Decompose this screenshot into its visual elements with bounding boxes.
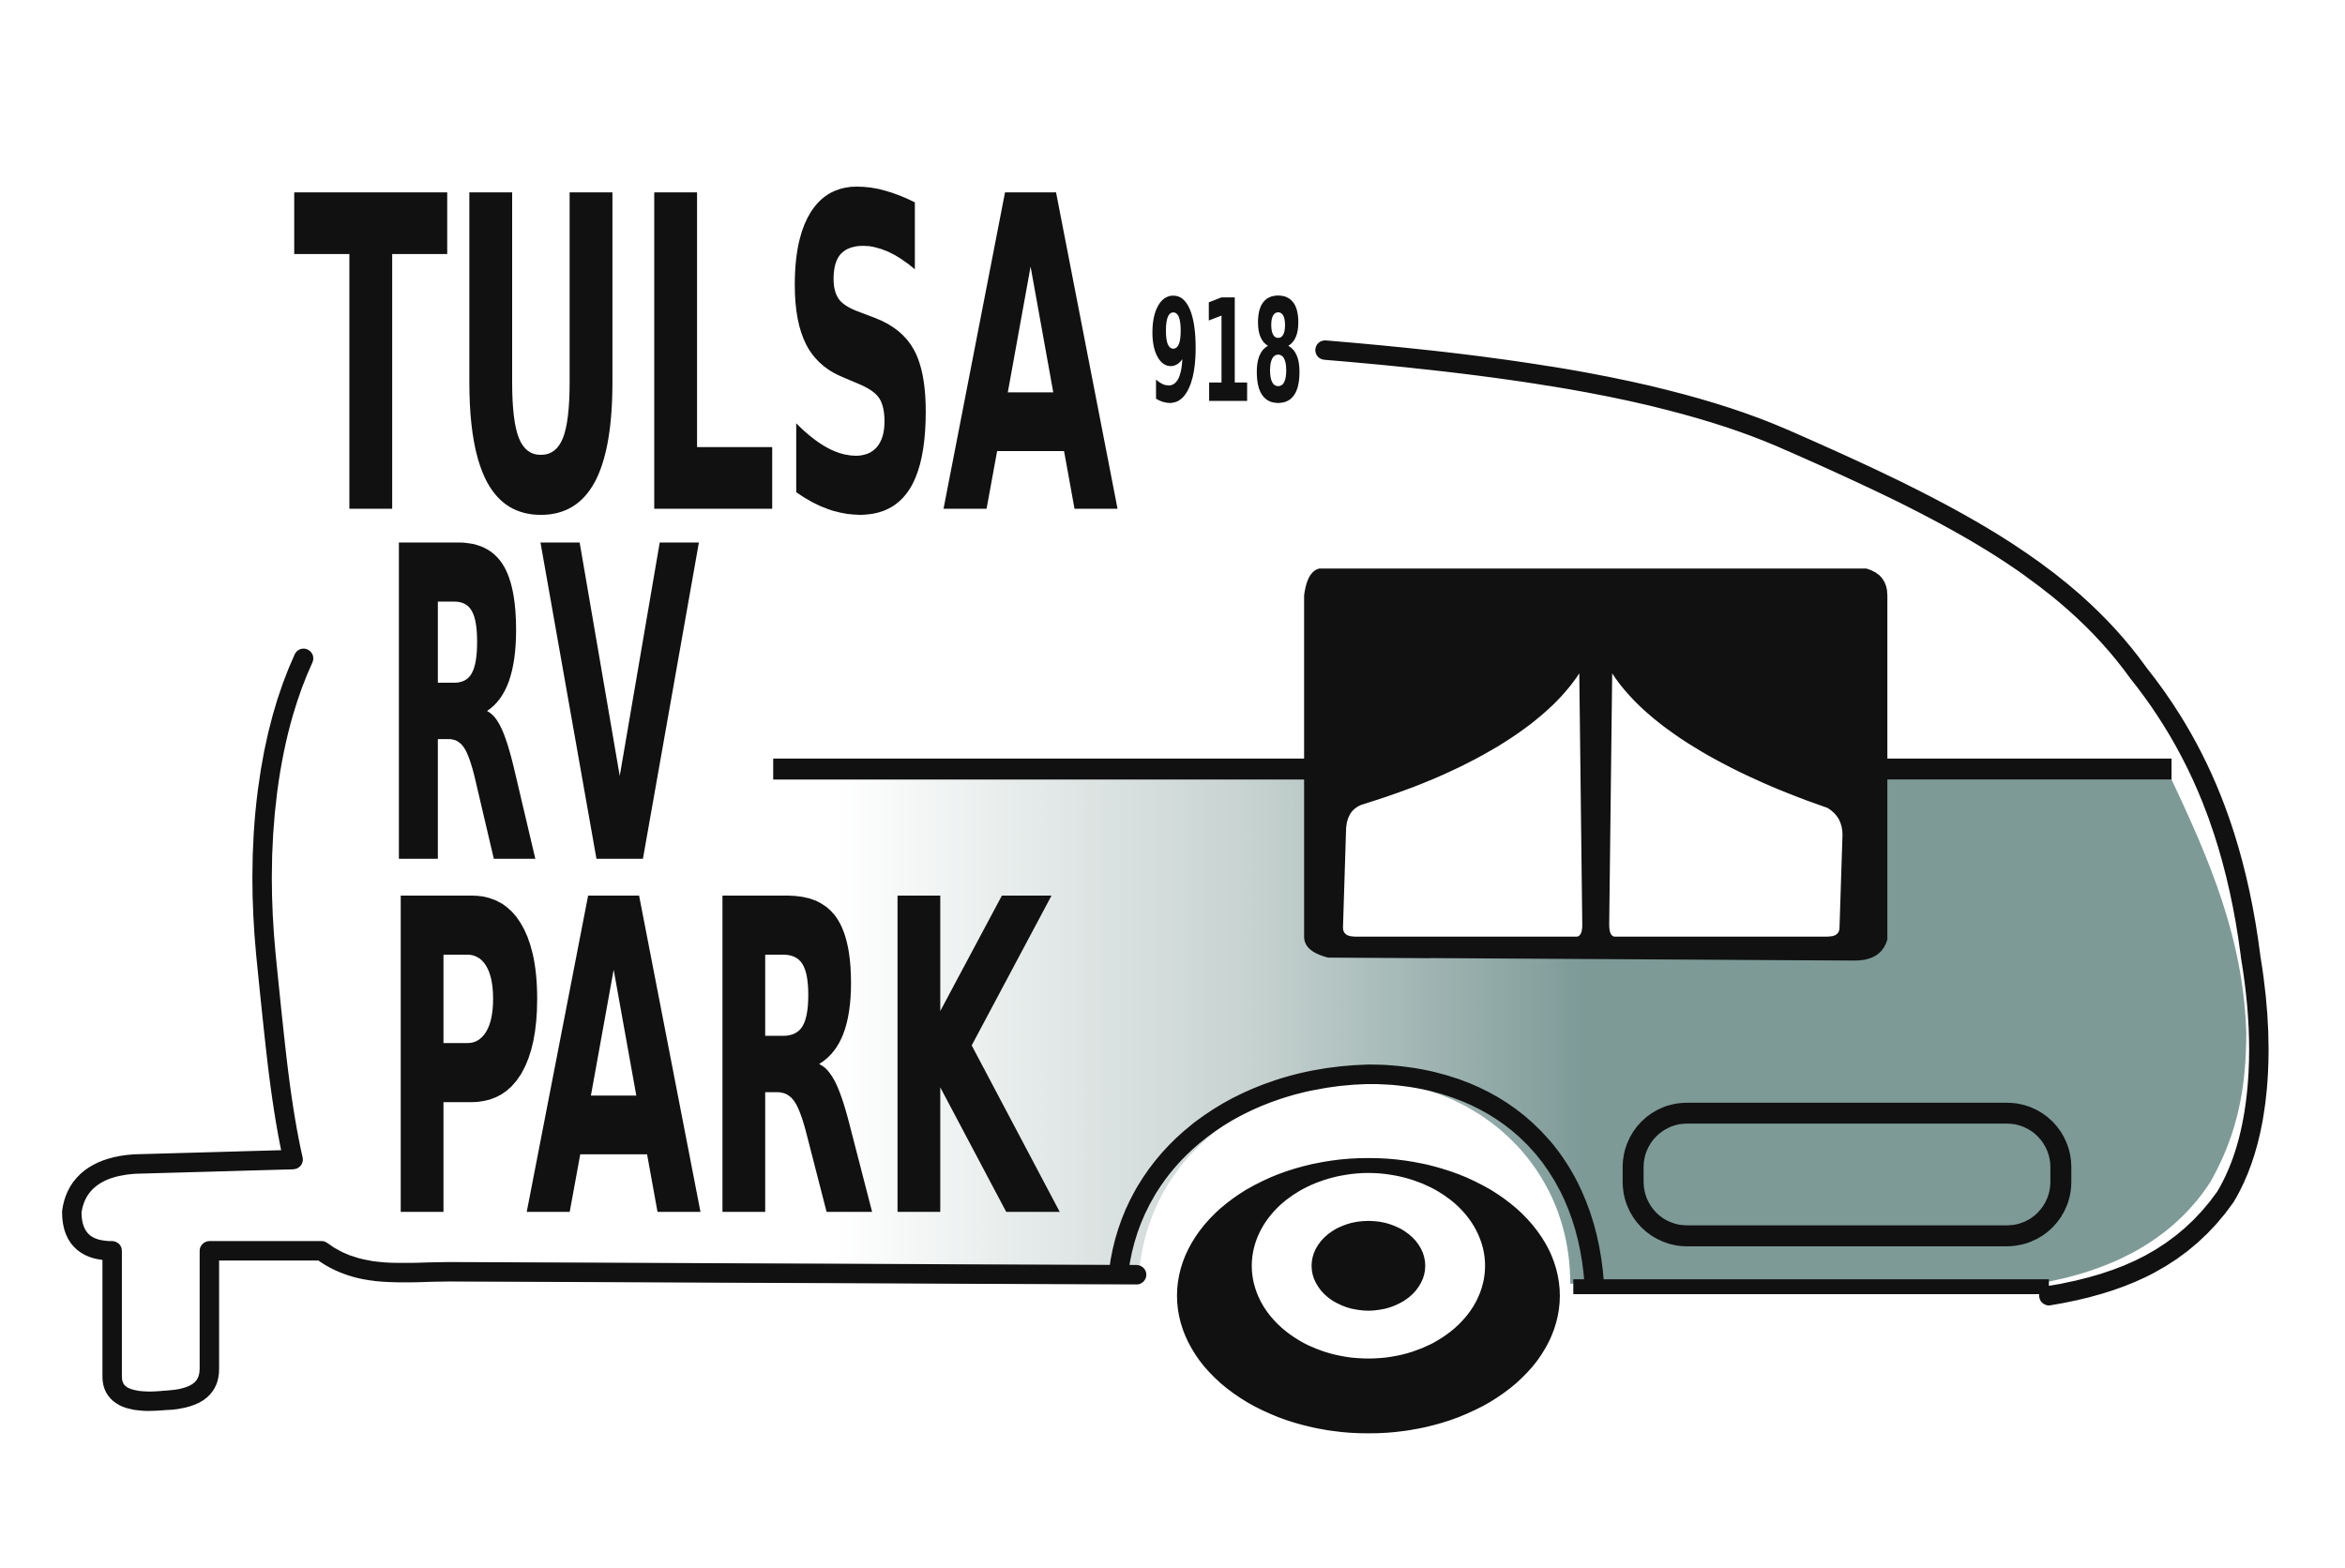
trailer-front-outline xyxy=(62,648,1147,1411)
trailer-roof-outline xyxy=(1315,339,2269,1306)
wordmark: TULSA 918 RV PARK xyxy=(293,107,1304,1315)
logo-line-rv: RV xyxy=(380,458,702,962)
storage-hatch xyxy=(1622,1102,2072,1246)
window-curtain-right xyxy=(1609,672,1843,937)
logo-area-code: 918 xyxy=(1148,269,1304,435)
teardrop-trailer-icon xyxy=(62,339,2269,1434)
logo-line-park: PARK xyxy=(380,810,1062,1315)
wheel-icon xyxy=(1176,1157,1560,1434)
window-curtain-left xyxy=(1342,672,1582,937)
logo-line-tulsa: TULSA xyxy=(293,107,1120,611)
wheel-fender xyxy=(1109,1064,1604,1285)
